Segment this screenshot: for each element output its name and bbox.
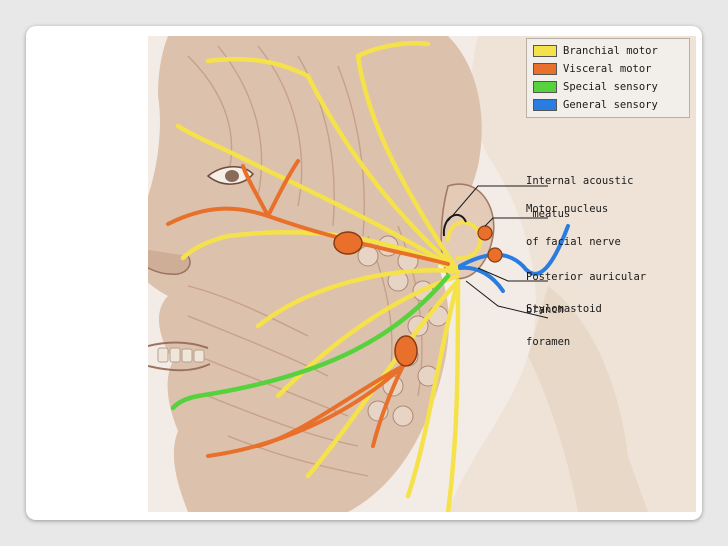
label-line: of facial nerve [526, 236, 621, 248]
label-line: Motor nucleus [526, 203, 609, 215]
legend-swatch-blue [533, 99, 557, 111]
label-line: branch [526, 304, 564, 316]
label-line: Posterior auricular [526, 271, 647, 283]
label-stylomastoid-foramen: Stylomastoid foramen [526, 282, 602, 370]
legend-label: Branchial motor [563, 45, 658, 57]
label-internal-acoustic-meatus: Internal acoustic meatus [526, 154, 633, 242]
label-motor-nucleus: Motor nucleus of facial nerve [526, 182, 621, 270]
legend-item-branchial-motor: Branchial motor [533, 43, 658, 59]
legend-swatch-orange [533, 63, 557, 75]
label-posterior-auricular-branch: Posterior auricular branch [526, 250, 646, 338]
slide: Branchial motor Visceral motor Special s… [26, 26, 702, 520]
label-line: foramen [526, 336, 571, 348]
label-line: Stylomastoid [526, 303, 602, 315]
legend-label: Special sensory [563, 81, 658, 93]
legend-item-visceral-motor: Visceral motor [533, 61, 652, 77]
legend-item-general-sensory: General sensory [533, 97, 658, 113]
legend-item-special-sensory: Special sensory [533, 79, 658, 95]
legend-label: General sensory [563, 99, 658, 111]
legend: Branchial motor Visceral motor Special s… [526, 38, 690, 118]
label-line: Internal acoustic [526, 175, 634, 187]
label-line: meatus [526, 208, 571, 220]
legend-swatch-green [533, 81, 557, 93]
legend-label: Visceral motor [563, 63, 652, 75]
legend-swatch-yellow [533, 45, 557, 57]
